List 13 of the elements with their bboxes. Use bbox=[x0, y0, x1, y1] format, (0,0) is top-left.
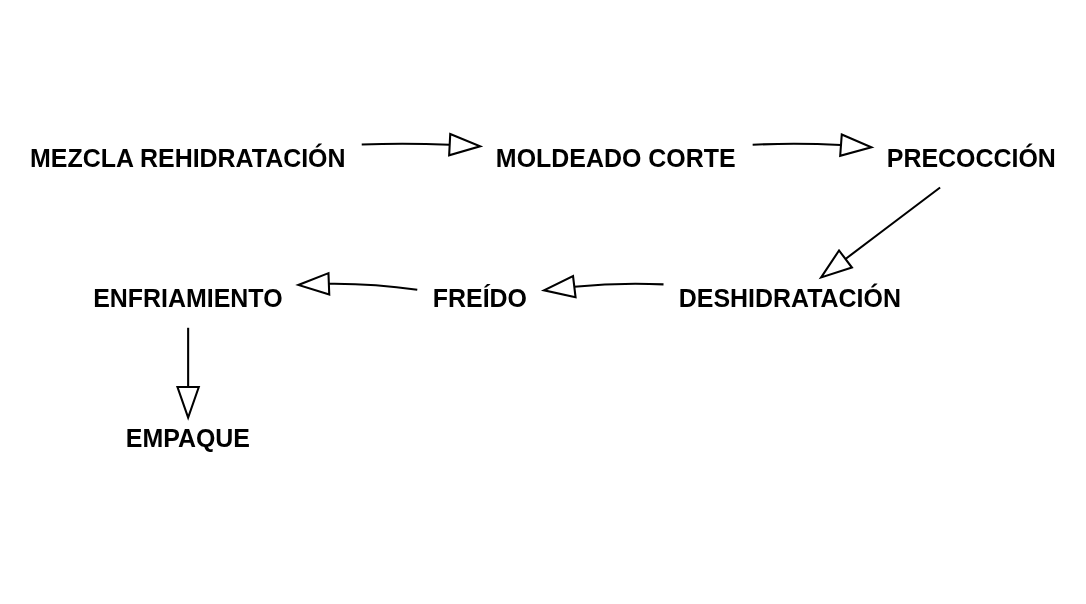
arrow bbox=[818, 186, 941, 279]
arrow bbox=[176, 327, 201, 421]
arrow bbox=[540, 274, 664, 299]
arrow bbox=[295, 271, 418, 296]
node-text: EMPAQUE bbox=[125, 423, 251, 452]
node-text: DESHIDRATACIÓN bbox=[678, 283, 901, 312]
node-text: PRECOCCIÓN bbox=[886, 143, 1056, 172]
node-text: ENFRIAMIENTO bbox=[93, 283, 283, 312]
arrow bbox=[361, 132, 484, 157]
node-text: FREÍDO bbox=[432, 283, 528, 312]
arrow bbox=[752, 132, 875, 157]
node-text: MEZCLA REHIDRATACIÓN bbox=[30, 143, 346, 172]
node-text: MOLDEADO CORTE bbox=[495, 143, 736, 172]
